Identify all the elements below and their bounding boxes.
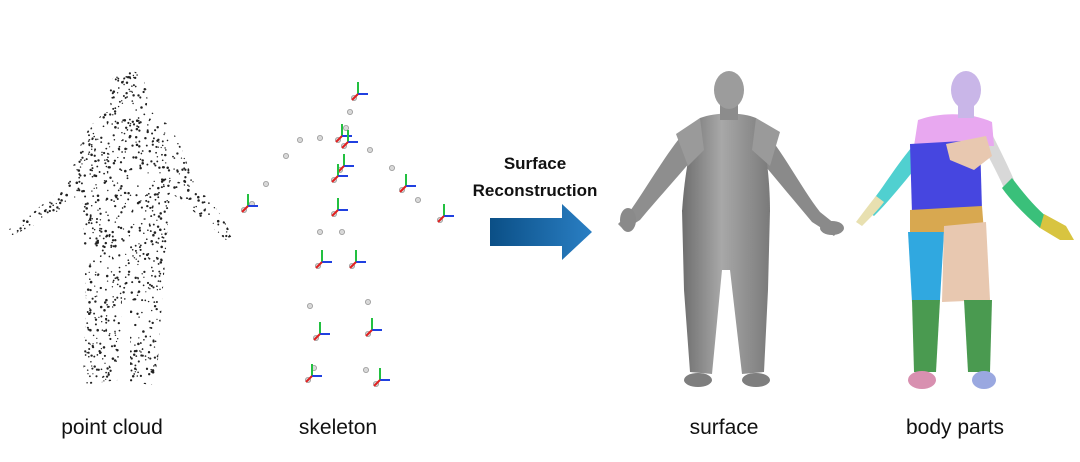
- surface-figure: [618, 71, 844, 387]
- point-cloud-figure: [8, 70, 232, 385]
- caption-point-cloud: point cloud: [61, 416, 163, 439]
- body-parts-figure: [856, 71, 1074, 389]
- reconstruction-arrow: [490, 204, 592, 260]
- arrow-label: Surface Reconstruction: [452, 150, 618, 204]
- caption-surface: surface: [689, 416, 759, 439]
- skeleton-figure: [240, 82, 454, 387]
- caption-skeleton: skeleton: [298, 416, 378, 439]
- arrow-label-line2: Reconstruction: [472, 181, 598, 200]
- caption-body-parts: body parts: [905, 416, 1005, 439]
- arrow-label-line1: Surface: [503, 154, 567, 173]
